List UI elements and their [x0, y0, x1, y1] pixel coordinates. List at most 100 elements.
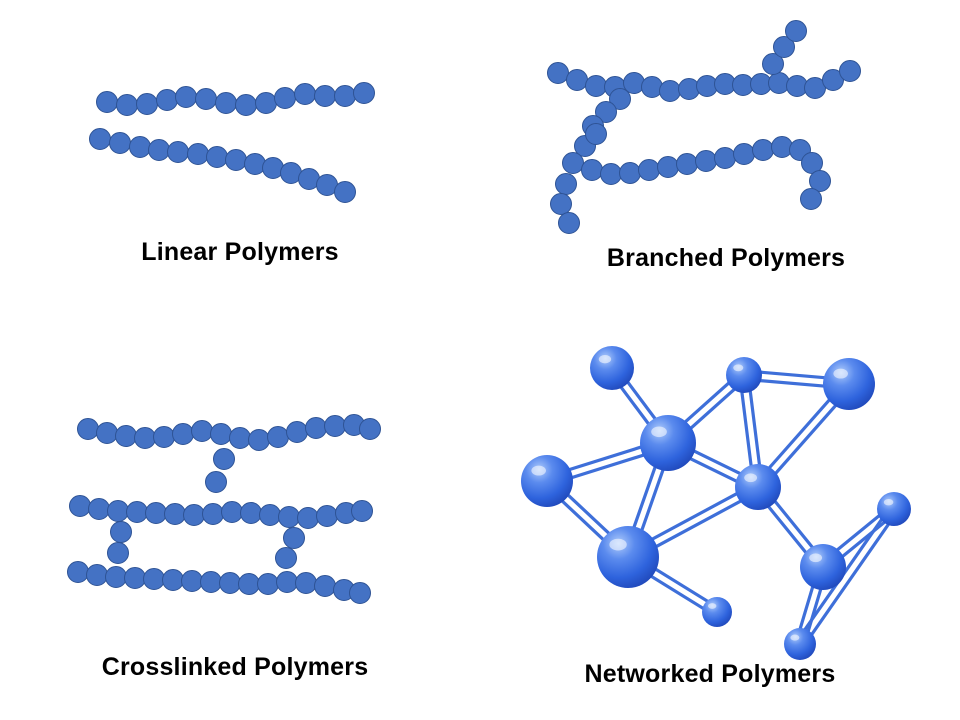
monomer-circle: [276, 571, 298, 593]
networked-polymers-label: Networked Polymers: [584, 660, 836, 688]
monomer-circle: [785, 20, 807, 42]
monomer-circle: [248, 429, 270, 451]
network-node-sphere: [521, 455, 573, 507]
network-node-sphere: [784, 628, 816, 660]
monomer-circle: [143, 568, 165, 590]
monomer-circle: [771, 136, 793, 158]
monomer-circle: [255, 92, 277, 114]
monomer-circle: [334, 181, 356, 203]
monomer-circle: [110, 521, 132, 543]
network-node-sphere: [590, 346, 634, 390]
monomer-circle: [297, 507, 319, 529]
sphere-highlight: [744, 473, 758, 483]
network-node-sphere: [823, 358, 875, 410]
monomer-circle: [259, 504, 281, 526]
monomer-circle: [69, 495, 91, 517]
monomer-circle: [240, 502, 262, 524]
monomer-circle: [762, 53, 784, 75]
monomer-circle: [558, 212, 580, 234]
monomer-circle: [206, 146, 228, 168]
monomer-circle: [235, 94, 257, 116]
monomer-circle: [278, 506, 300, 528]
monomer-circle: [585, 75, 607, 97]
monomer-circle: [359, 418, 381, 440]
monomer-circle: [275, 547, 297, 569]
bond-line: [802, 510, 899, 648]
monomer-circle: [244, 153, 266, 175]
monomer-circle: [566, 69, 588, 91]
monomer-circle: [96, 91, 118, 113]
monomer-circle: [555, 173, 577, 195]
monomer-circle: [676, 153, 698, 175]
monomer-circle: [126, 501, 148, 523]
monomer-circle: [324, 415, 346, 437]
monomer-circle: [213, 448, 235, 470]
network-node-sphere: [640, 415, 696, 471]
monomer-circle: [609, 88, 631, 110]
linear-polymers-label: Linear Polymers: [141, 238, 339, 266]
monomer-circle: [162, 569, 184, 591]
network-node-sphere: [726, 357, 762, 393]
monomer-circle: [314, 85, 336, 107]
monomer-circle: [88, 498, 110, 520]
monomer-circle: [714, 147, 736, 169]
monomer-circle: [109, 132, 131, 154]
sphere-highlight: [651, 426, 667, 438]
monomer-circle: [257, 573, 279, 595]
monomer-circle: [134, 427, 156, 449]
monomer-circle: [295, 572, 317, 594]
monomer-circle: [172, 423, 194, 445]
monomer-circle: [267, 426, 289, 448]
monomer-circle: [238, 573, 260, 595]
network-node-sphere: [877, 492, 911, 526]
branched-polymers-label: Branched Polymers: [606, 244, 846, 272]
monomer-circle: [67, 561, 89, 583]
monomer-circle: [353, 82, 375, 104]
monomer-circle: [752, 139, 774, 161]
sphere-highlight: [708, 603, 717, 609]
monomer-circle: [187, 143, 209, 165]
monomer-circle: [695, 150, 717, 172]
monomer-circle: [115, 425, 137, 447]
monomer-circle: [225, 149, 247, 171]
monomer-circle: [183, 504, 205, 526]
monomer-circle: [733, 143, 755, 165]
monomer-circle: [181, 570, 203, 592]
monomer-circle: [205, 471, 227, 493]
network-node-sphere: [597, 526, 659, 588]
sphere-highlight: [833, 368, 848, 379]
monomer-circle: [294, 83, 316, 105]
sphere-highlight: [809, 553, 823, 563]
monomer-circle: [191, 420, 213, 442]
monomer-circle: [105, 566, 127, 588]
monomer-circle: [156, 89, 178, 111]
network-node-sphere: [800, 544, 846, 590]
monomer-circle: [305, 417, 327, 439]
monomer-circle: [200, 571, 222, 593]
monomer-circle: [600, 163, 622, 185]
monomer-circle: [585, 123, 607, 145]
monomer-circle: [283, 527, 305, 549]
monomer-circle: [349, 582, 371, 604]
sphere-highlight: [598, 355, 612, 364]
monomer-circle: [638, 159, 660, 181]
monomer-circle: [316, 505, 338, 527]
monomer-circle: [96, 422, 118, 444]
monomer-circle: [822, 69, 844, 91]
sphere-highlight: [883, 498, 894, 506]
monomer-circle: [153, 426, 175, 448]
monomer-circle: [809, 170, 831, 192]
monomer-circle: [175, 86, 197, 108]
monomer-circle: [800, 188, 822, 210]
monomer-circle: [562, 152, 584, 174]
network-node-sphere: [735, 464, 781, 510]
monomer-circle: [595, 101, 617, 123]
monomer-circle: [547, 62, 569, 84]
monomer-circle: [550, 193, 572, 215]
sphere-highlight: [733, 364, 744, 372]
monomer-circle: [164, 503, 186, 525]
branched-polymers-diagram: [547, 20, 861, 234]
monomer-circle: [136, 93, 158, 115]
monomer-circle: [86, 564, 108, 586]
